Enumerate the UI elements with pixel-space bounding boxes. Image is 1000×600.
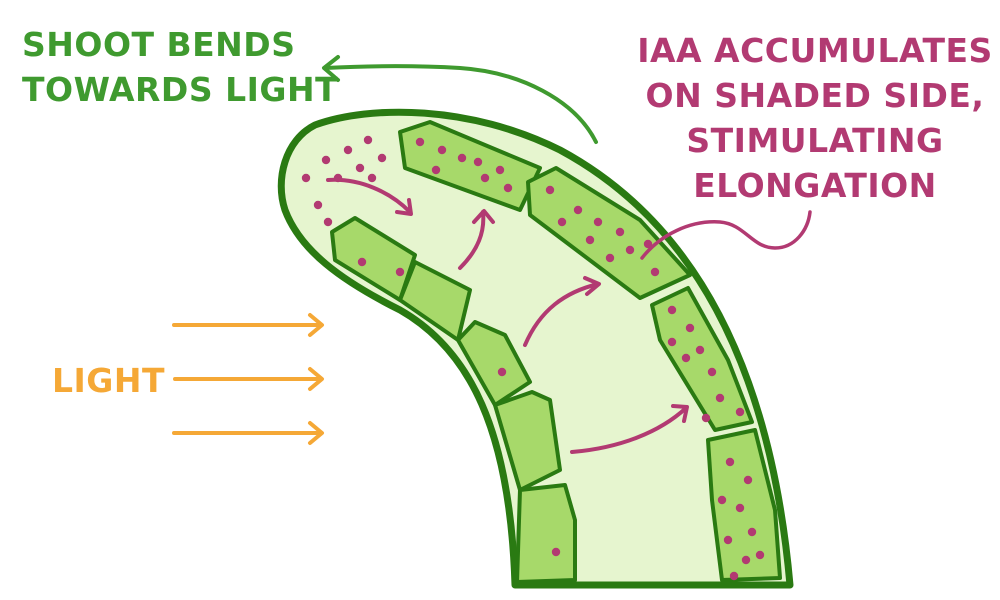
iaa-dot: [357, 257, 367, 267]
iaa-dots: [301, 135, 765, 581]
bend-arrow: [322, 55, 598, 144]
shoot-body: [277, 108, 794, 589]
iaa-arrow: [523, 276, 601, 347]
cell: [493, 390, 562, 492]
iaa-dot: [497, 367, 507, 377]
shoot-bends-line-2: TOWARDS LIGHT: [22, 70, 339, 109]
light-arrow: [173, 367, 324, 391]
iaa-line-3: STIMULATING: [686, 121, 944, 160]
iaa-dot: [473, 157, 483, 167]
iaa-dot: [715, 393, 725, 403]
iaa-arrow: [326, 177, 413, 216]
iaa-dot: [377, 153, 387, 163]
light-arrows: [172, 313, 324, 445]
cell: [398, 260, 472, 342]
iaa-dot: [735, 503, 745, 513]
shaded-side-cells: [398, 120, 782, 582]
iaa-dot: [685, 323, 695, 333]
iaa-dot: [681, 353, 691, 363]
iaa-dot: [557, 217, 567, 227]
iaa-dot: [743, 475, 753, 485]
iaa-dot: [323, 217, 333, 227]
iaa-dot: [643, 239, 653, 249]
iaa-dot: [650, 267, 660, 277]
iaa-dot: [593, 217, 603, 227]
iaa-dot: [437, 145, 447, 155]
iaa-dot: [723, 535, 733, 545]
iaa-dot: [573, 205, 583, 215]
iaa-dot: [695, 345, 705, 355]
iaa-dot: [729, 571, 739, 581]
iaa-label: IAA ACCUMULATES ON SHADED SIDE, STIMULAT…: [630, 28, 1000, 208]
iaa-pointer-line: [640, 210, 812, 260]
iaa-dot: [480, 173, 490, 183]
iaa-line-1: IAA ACCUMULATES: [637, 31, 993, 70]
cell: [526, 166, 692, 300]
iaa-dot: [717, 495, 727, 505]
iaa-dot: [741, 555, 751, 565]
cell: [650, 286, 754, 432]
iaa-dot: [495, 165, 505, 175]
iaa-dot: [355, 163, 365, 173]
iaa-dot: [363, 135, 373, 145]
iaa-dot: [457, 153, 467, 163]
iaa-dot: [321, 155, 331, 165]
light-side-cells: [330, 216, 577, 584]
shoot-bends-label: SHOOT BENDS TOWARDS LIGHT: [22, 22, 338, 112]
iaa-dot: [415, 137, 425, 147]
iaa-dot: [625, 245, 635, 255]
iaa-dot: [313, 200, 323, 210]
iaa-dot: [367, 173, 377, 183]
iaa-dot: [667, 337, 677, 347]
iaa-dot: [503, 183, 513, 193]
shoot-bends-line-1: SHOOT BENDS: [22, 25, 296, 64]
cell: [456, 320, 532, 407]
iaa-dot: [725, 457, 735, 467]
iaa-dot: [701, 413, 711, 423]
light-label: LIGHT: [52, 361, 166, 400]
iaa-arrow: [570, 404, 689, 454]
iaa-dot: [747, 527, 757, 537]
iaa-arrow: [458, 209, 495, 270]
iaa-dot: [735, 407, 745, 417]
iaa-dot: [605, 253, 615, 263]
iaa-dot: [585, 235, 595, 245]
iaa-line-4: ELONGATION: [693, 166, 937, 205]
iaa-dot: [431, 165, 441, 175]
iaa-dot: [551, 547, 561, 557]
iaa-dot: [343, 145, 353, 155]
iaa-line-2: ON SHADED SIDE,: [645, 76, 985, 115]
iaa-dot: [755, 550, 765, 560]
iaa-dot: [667, 305, 677, 315]
iaa-transport-arrows: [326, 177, 689, 454]
iaa-dot: [615, 227, 625, 237]
iaa-dot: [545, 185, 555, 195]
light-arrow: [172, 421, 324, 445]
iaa-dot: [707, 367, 717, 377]
iaa-dot: [301, 173, 311, 183]
iaa-dot: [395, 267, 405, 277]
light-arrow: [172, 313, 324, 337]
cell: [515, 483, 577, 584]
